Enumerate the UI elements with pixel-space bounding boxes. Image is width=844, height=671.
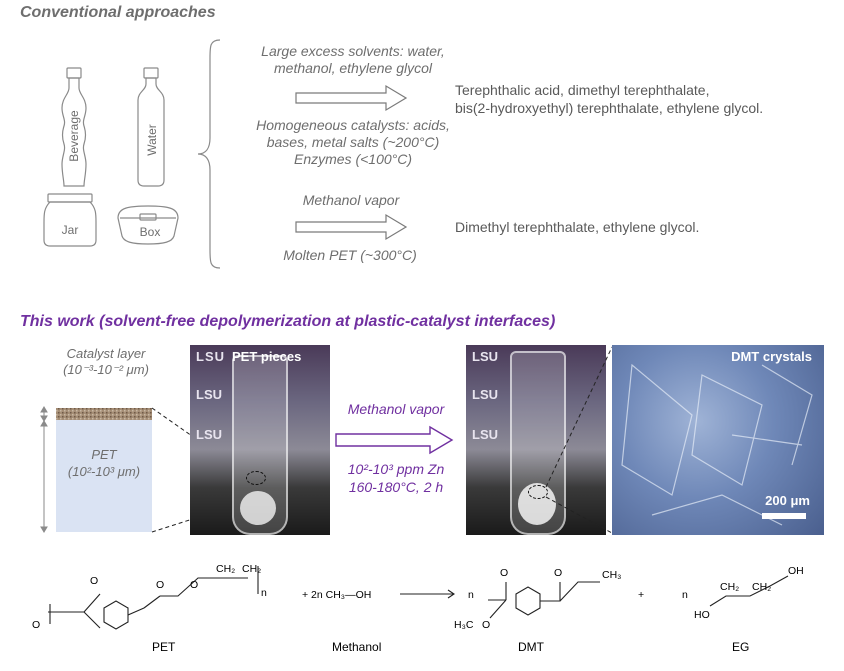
reaction-scheme: O O O O CH₂ CH₂ n + 2n CH₃—OH n O O CH₃ …: [32, 563, 804, 654]
zoom-circle-left: [246, 471, 266, 485]
beverage-bottle-icon: [61, 67, 87, 187]
route2-bottom-condition: Molten PET (~300°C): [283, 247, 417, 263]
photo1-logo-text: LSU: [196, 349, 225, 364]
pet-o-label-3: O: [190, 579, 198, 591]
benzene-ring-2: [515, 586, 541, 616]
dmt-n: n: [468, 589, 474, 601]
dmt-o-label-2: O: [554, 567, 562, 579]
catalyst-layer-thickness: (10⁻³-10⁻² μm): [63, 362, 149, 377]
photo2-logo-text: LSU: [472, 349, 498, 364]
scale-bar: [762, 513, 806, 519]
route1-condition-line3: Homogeneous catalysts: acids,: [256, 117, 450, 133]
benzene-ring-1: [103, 600, 129, 630]
pet-ch2-1: CH₂: [216, 563, 235, 575]
box-label: Box: [140, 225, 161, 239]
route1-arrow: [295, 84, 408, 112]
pet-o-label-4: O: [156, 579, 164, 591]
photo2-logo-text-3: LSU: [472, 427, 498, 442]
curly-brace: [197, 39, 221, 269]
photo-dmt-crystals: DMT crystals 200 μm: [612, 345, 824, 535]
pet-layer-diagram: [40, 406, 152, 533]
route2-arrow: [295, 213, 408, 241]
this-work-arrow-top: Methanol vapor: [347, 401, 445, 417]
route1-condition-line1: Large excess solvents: water,: [261, 43, 445, 59]
route2-top-condition: Methanol vapor: [302, 192, 400, 208]
photo3-label: DMT crystals: [731, 349, 812, 364]
this-work-arrow: [335, 425, 454, 455]
eg-ch2-2: CH₂: [752, 581, 771, 593]
thickness-arrows: [40, 406, 48, 533]
dmt-ch3: CH₃: [602, 569, 621, 581]
photo-pet-pieces: LSU PET pieces LSU LSU: [190, 345, 330, 535]
label-eg: EG: [732, 640, 749, 654]
pet-subscript-n: n: [261, 587, 267, 599]
plus-sign: +: [638, 589, 644, 601]
photo1-logo-text-2: LSU: [196, 387, 222, 402]
scale-bar-label: 200 μm: [765, 493, 810, 508]
eg-oh: OH: [788, 565, 804, 577]
photo2-logo-text-2: LSU: [472, 387, 498, 402]
water-bottle-icon: [137, 67, 165, 187]
route1-condition-line5: Enzymes (<100°C): [293, 151, 413, 167]
beverage-label: Beverage: [67, 110, 81, 162]
route2-product: Dimethyl terephthalate, ethylene glycol.: [455, 219, 700, 235]
this-work-arrow-bottom1: 10²-10³ ppm Zn: [347, 461, 445, 477]
label-dmt: DMT: [518, 640, 545, 654]
label-pet: PET: [152, 640, 176, 654]
water-label: Water: [145, 124, 159, 156]
route1-condition-line2: methanol, ethylene glycol: [274, 60, 432, 76]
section-title-this-work: This work (solvent-free depolymerization…: [20, 313, 556, 330]
pet-ch2-2: CH₂: [242, 563, 261, 575]
pet-o-label-1: O: [90, 575, 98, 587]
route1-condition-line4: bases, metal salts (~200°C): [266, 134, 440, 150]
dmt-o-label-3: O: [482, 619, 490, 631]
dmt-o-label-1: O: [500, 567, 508, 579]
pet-layer: [56, 420, 152, 532]
label-methanol: Methanol: [332, 640, 381, 654]
catalyst-layer: [56, 408, 152, 420]
plastic-containers-illustration: Beverage Water Jar Box: [43, 67, 179, 247]
plus-methanol: + 2n CH₃—OH: [302, 589, 371, 601]
photo1-logo-text-3: LSU: [196, 427, 222, 442]
reaction-arrow: [400, 589, 455, 599]
pet-label: PET: [91, 447, 117, 462]
zoom-lines-right: [545, 346, 613, 534]
box-icon: [117, 205, 179, 245]
catalyst-layer-label: Catalyst layer: [66, 346, 146, 361]
eg-ch2-1: CH₂: [720, 581, 739, 593]
pet-o-label-2: O: [32, 619, 40, 631]
jar-icon: [43, 193, 97, 247]
this-work-arrow-bottom2: 160-180°C, 2 h: [348, 479, 444, 495]
jar-label: Jar: [62, 223, 79, 237]
pet-pieces-in-vial: [240, 491, 276, 525]
photo-after-reaction: LSU LSU LSU: [466, 345, 606, 535]
zoom-circle-right: [528, 485, 548, 499]
eg-n: n: [682, 589, 688, 601]
route1-product-line2: bis(2-hydroxyethyl) terephthalate, ethyl…: [455, 100, 764, 116]
dmt-h3c: H₃C: [454, 619, 474, 631]
section-title-conventional: Conventional approaches: [20, 4, 216, 21]
pet-thickness: (10²-10³ μm): [67, 464, 141, 479]
route1-product-line1: Terephthalic acid, dimethyl terephthalat…: [455, 82, 710, 98]
eg-ho: HO: [694, 609, 710, 621]
